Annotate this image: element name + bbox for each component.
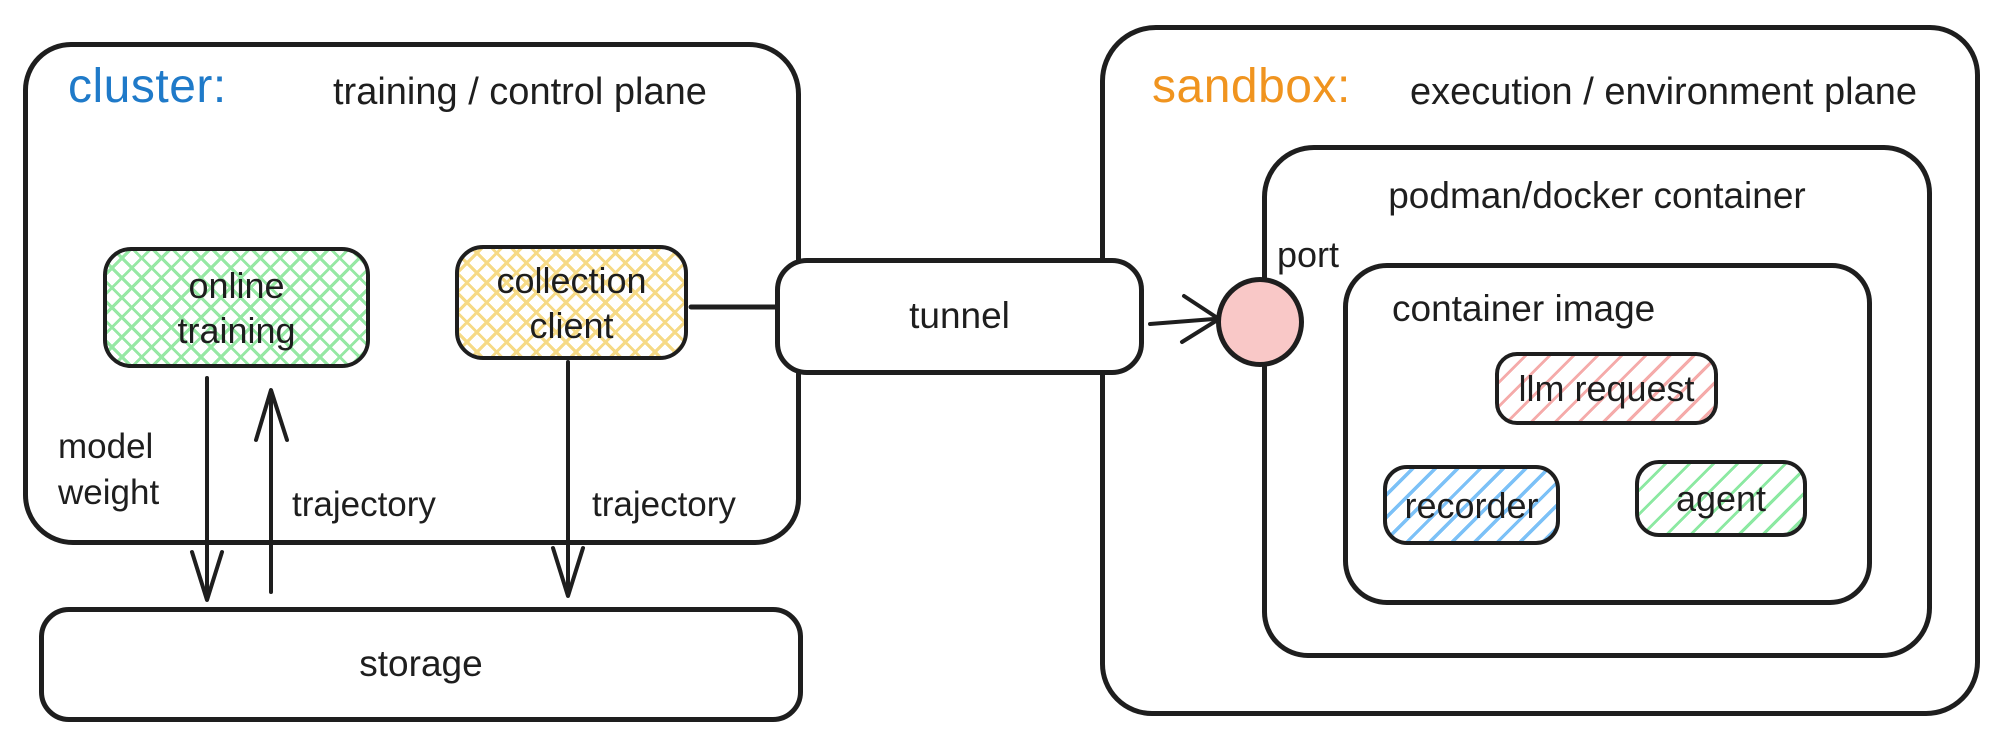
podman-container-title: podman/docker container bbox=[1388, 175, 1806, 216]
tunnel-node: tunnel bbox=[775, 258, 1144, 375]
trajectory-down-label: trajectory bbox=[592, 485, 736, 524]
container-image-box bbox=[1343, 263, 1872, 605]
cluster-subtitle: training / control plane bbox=[333, 71, 707, 113]
online-training-node: online training bbox=[103, 247, 370, 368]
container-image-title: container image bbox=[1392, 288, 1656, 329]
llm-request-node: llm request bbox=[1495, 352, 1718, 425]
collection-client-node: collection client bbox=[455, 245, 688, 360]
port-label: port bbox=[1277, 234, 1340, 275]
storage-node: storage bbox=[39, 607, 803, 722]
sandbox-subtitle: execution / environment plane bbox=[1410, 71, 1917, 113]
cluster-title: cluster: bbox=[68, 60, 227, 113]
port-circle bbox=[1216, 277, 1304, 367]
sandbox-title: sandbox: bbox=[1152, 60, 1351, 113]
agent-node: agent bbox=[1635, 460, 1807, 537]
trajectory-up-label: trajectory bbox=[292, 485, 436, 524]
model-weight-label: model weight bbox=[58, 427, 160, 512]
podman-container-box bbox=[1262, 145, 1932, 658]
recorder-node: recorder bbox=[1383, 465, 1560, 545]
